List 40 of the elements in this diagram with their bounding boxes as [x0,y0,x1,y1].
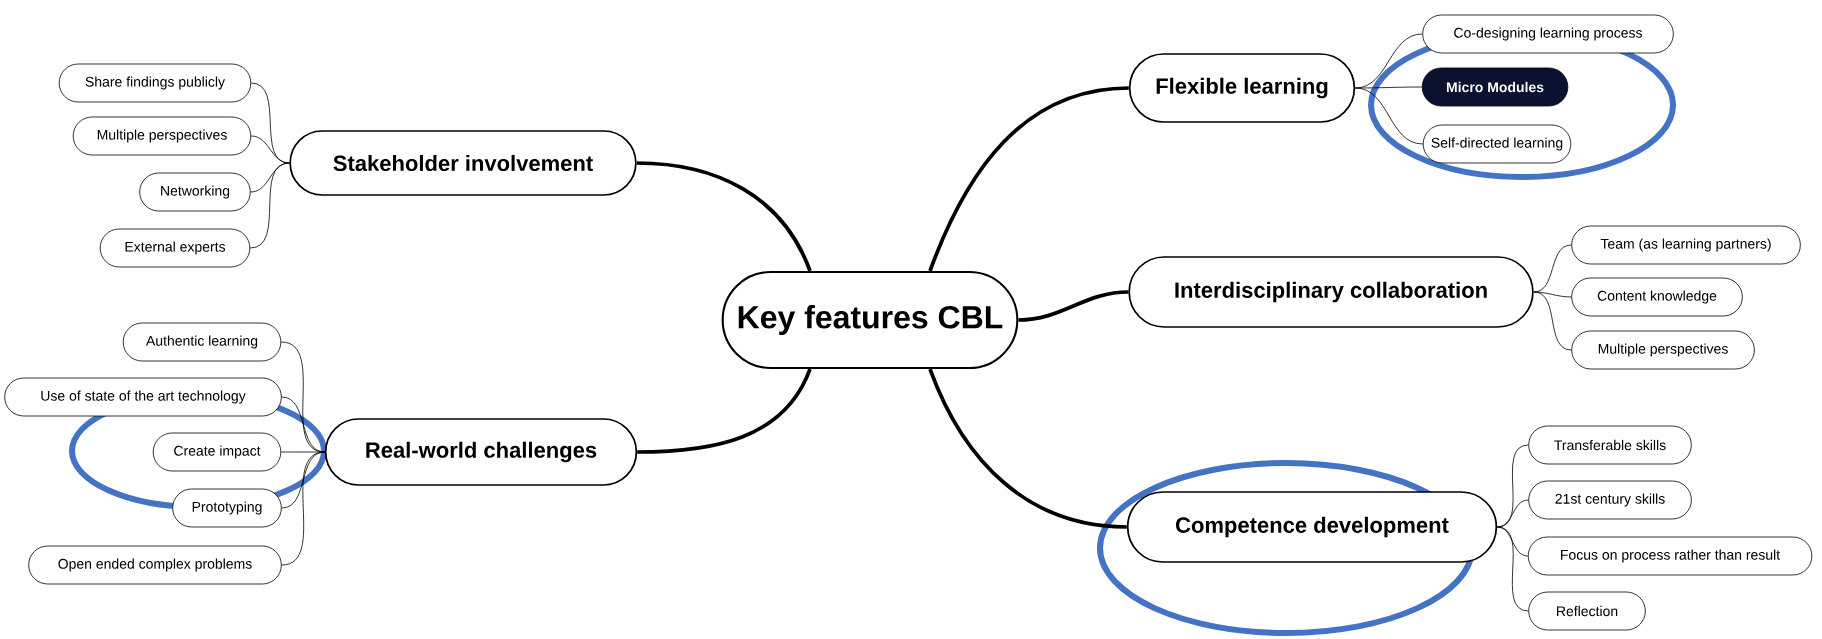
subtopic-box: External experts [99,228,251,268]
subtopic-box: Multiple perspectives [1571,330,1755,370]
connector [928,368,1127,529]
connector [1496,526,1529,612]
topic-box: Stakeholder involvement [289,130,637,196]
subtopic-box: Team (as learning partners) [1571,225,1801,265]
subtopic-box: Reflection [1528,591,1646,631]
central-topic-box: Key features CBL [721,270,1019,370]
subtopic-box: Create impact [152,432,282,472]
connector [1018,290,1129,322]
subtopic-box: Authentic learning [122,322,282,362]
topic-box: Competence development [1126,491,1498,563]
subtopic-box: Micro Modules [1421,67,1569,107]
topic-box: Real-world challenges [324,418,638,486]
subtopic-box: Co-designing learning process [1422,14,1674,54]
subtopic-box: Prototyping [172,488,282,528]
connector [1496,499,1529,528]
connector [280,451,326,453]
connector [1354,87,1424,145]
connector [250,135,290,164]
connector [637,368,812,454]
subtopic-box: Content knowledge [1571,277,1743,317]
subtopic-box: Focus on process rather than result [1527,536,1813,576]
subtopic-box: Multiple perspectives [72,116,252,156]
subtopic-box: Open ended complex problems [28,545,282,585]
connector [636,161,812,272]
connector [249,162,290,249]
subtopic-box: Transferable skills [1528,425,1692,465]
topic-box: Interdisciplinary collaboration [1128,256,1534,328]
connector [1354,86,1423,89]
connector [281,451,326,566]
connector [1533,291,1572,298]
subtopic-box: Self-directed learning [1422,124,1572,164]
topic-box: Flexible learning [1128,53,1356,123]
connector [1533,291,1572,351]
subtopic-box: Share findings publicly [58,63,252,103]
subtopic-box: Use of state of the art technology [4,377,282,417]
subtopic-box: 21st century skills [1528,480,1692,520]
connector [928,86,1129,272]
subtopic-box: Networking [139,172,251,212]
